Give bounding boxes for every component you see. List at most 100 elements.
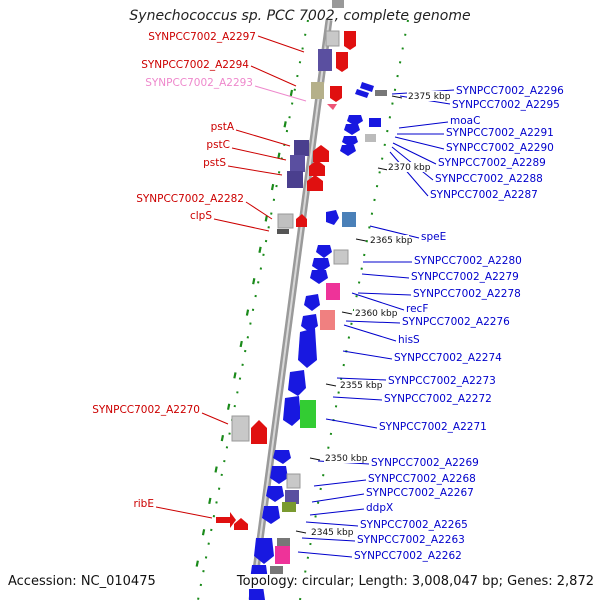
reverse-gene-label[interactable]: SYNPCC7002_A2273 xyxy=(388,375,496,387)
gene-feature[interactable] xyxy=(365,134,376,142)
reverse-gene-label[interactable]: SYNPCC7002_A2267 xyxy=(366,487,474,499)
gene-feature[interactable] xyxy=(307,175,323,191)
forward-gene-label[interactable]: SYNPCC7002_A2282 xyxy=(136,193,244,205)
gene-feature[interactable] xyxy=(286,473,301,489)
gene-feature[interactable] xyxy=(312,258,330,272)
gene-feature[interactable] xyxy=(270,466,288,484)
gene-feature[interactable] xyxy=(285,490,299,504)
gene-feature[interactable] xyxy=(270,566,283,576)
reverse-gene-label[interactable]: SYNPCC7002_A2288 xyxy=(435,173,543,185)
gene-feature[interactable] xyxy=(369,118,381,127)
gene-feature[interactable] xyxy=(254,538,274,564)
reverse-gene-label[interactable]: SYNPCC7002_A2271 xyxy=(379,421,487,433)
reverse-gene-label[interactable]: SYNPCC7002_A2295 xyxy=(452,99,560,111)
forward-gene-label[interactable]: pstC xyxy=(206,139,230,151)
forward-gene-label[interactable]: pstA xyxy=(211,121,235,133)
gene-feature[interactable] xyxy=(326,283,340,300)
gene-feature[interactable] xyxy=(262,506,280,524)
gene-feature[interactable] xyxy=(327,104,337,110)
gene-feature[interactable] xyxy=(340,145,356,156)
gene-feature[interactable] xyxy=(266,486,284,502)
reverse-gene-label[interactable]: SYNPCC7002_A2265 xyxy=(360,519,468,531)
gene-feature[interactable] xyxy=(344,31,356,50)
gene-feature[interactable] xyxy=(216,512,236,528)
gene-feature[interactable] xyxy=(375,90,387,96)
gene-feature[interactable] xyxy=(360,82,374,92)
inner-dotted-track xyxy=(197,19,309,600)
reverse-gene-label[interactable]: SYNPCC7002_A2268 xyxy=(368,473,476,485)
gene-feature[interactable] xyxy=(234,518,248,530)
gene-feature[interactable] xyxy=(249,586,265,600)
forward-gene-label[interactable]: clpS xyxy=(190,210,212,222)
gene-feature[interactable] xyxy=(325,30,340,47)
reverse-gene-label[interactable]: recF xyxy=(406,303,428,315)
forward-gene-label[interactable]: SYNPCC7002_A2270 xyxy=(92,404,200,416)
tick-mark xyxy=(325,383,337,387)
gene-feature[interactable] xyxy=(231,415,250,442)
callout-line xyxy=(369,225,420,239)
gene-feature[interactable] xyxy=(277,538,290,546)
gene-feature[interactable] xyxy=(347,115,363,126)
gene-feature[interactable] xyxy=(301,314,318,332)
reverse-gene-label[interactable]: ddpX xyxy=(366,502,393,514)
gene-feature[interactable] xyxy=(310,270,328,284)
gene-feature[interactable] xyxy=(330,86,342,102)
forward-gene-label[interactable]: ribE xyxy=(133,498,154,510)
gene-feature[interactable] xyxy=(296,214,307,227)
reverse-gene-label[interactable]: SYNPCC7002_A2287 xyxy=(430,189,538,201)
reverse-gene-label[interactable]: hisS xyxy=(398,334,420,346)
position-tick-label: 2360 kbp xyxy=(355,309,398,319)
reverse-gene-label[interactable]: moaC xyxy=(450,115,480,127)
gene-feature[interactable] xyxy=(342,136,358,147)
gene-feature[interactable] xyxy=(294,140,309,156)
reverse-gene-label[interactable]: speE xyxy=(421,231,446,243)
reverse-gene-label[interactable]: SYNPCC7002_A2290 xyxy=(446,142,554,154)
reverse-gene-label[interactable]: SYNPCC7002_A2296 xyxy=(456,85,564,97)
gene-feature[interactable] xyxy=(320,310,335,330)
reverse-gene-label[interactable]: SYNPCC7002_A2276 xyxy=(402,316,510,328)
gene-feature[interactable] xyxy=(277,229,289,234)
gene-feature[interactable] xyxy=(332,0,344,8)
gene-feature[interactable] xyxy=(282,502,296,512)
gene-feature[interactable] xyxy=(342,212,356,227)
reverse-gene-label[interactable]: SYNPCC7002_A2279 xyxy=(411,271,519,283)
gene-feature[interactable] xyxy=(316,245,332,258)
gene-feature[interactable] xyxy=(273,450,291,464)
forward-gene-label[interactable]: SYNPCC7002_A2294 xyxy=(141,59,249,71)
forward-gene-label[interactable]: pstS xyxy=(203,157,226,169)
gene-feature[interactable] xyxy=(277,213,294,229)
reverse-gene-label[interactable]: SYNPCC7002_A2272 xyxy=(384,393,492,405)
forward-gene-label[interactable]: SYNPCC7002_A2297 xyxy=(148,31,256,43)
callout-line xyxy=(301,537,356,542)
gene-feature[interactable] xyxy=(336,52,348,72)
forward-gene-label[interactable]: SYNPCC7002_A2293 xyxy=(145,77,253,89)
reverse-gene-label[interactable]: SYNPCC7002_A2269 xyxy=(371,457,479,469)
gene-feature[interactable] xyxy=(311,82,324,99)
reverse-gene-label[interactable]: SYNPCC7002_A2291 xyxy=(446,127,554,139)
reverse-gene-label[interactable]: SYNPCC7002_A2278 xyxy=(413,288,521,300)
gene-feature[interactable] xyxy=(355,89,369,98)
reverse-gene-label[interactable]: SYNPCC7002_A2289 xyxy=(438,157,546,169)
reverse-gene-label[interactable]: SYNPCC7002_A2262 xyxy=(354,550,462,562)
gene-feature[interactable] xyxy=(300,400,316,428)
gene-feature[interactable] xyxy=(290,155,305,172)
reverse-gene-label[interactable]: SYNPCC7002_A2263 xyxy=(357,534,465,546)
gene-feature[interactable] xyxy=(309,160,325,176)
reverse-gene-label[interactable]: SYNPCC7002_A2274 xyxy=(394,352,502,364)
gene-feature[interactable] xyxy=(344,124,360,135)
accession-label: Accession: NC_010475 xyxy=(8,574,156,589)
reverse-gene-label[interactable]: SYNPCC7002_A2280 xyxy=(414,255,522,267)
gene-feature[interactable] xyxy=(288,370,306,396)
gene-feature[interactable] xyxy=(283,396,301,426)
gene-feature[interactable] xyxy=(287,171,303,188)
gene-feature[interactable] xyxy=(275,546,290,564)
gene-feature[interactable] xyxy=(318,49,332,71)
callout-line xyxy=(336,377,387,381)
gene-feature[interactable] xyxy=(304,294,320,311)
callout-line xyxy=(250,65,297,87)
gene-feature[interactable] xyxy=(313,145,329,162)
gene-feature[interactable] xyxy=(298,328,317,368)
gene-feature[interactable] xyxy=(326,210,339,225)
gene-feature[interactable] xyxy=(251,420,267,444)
gene-feature[interactable] xyxy=(333,249,349,265)
